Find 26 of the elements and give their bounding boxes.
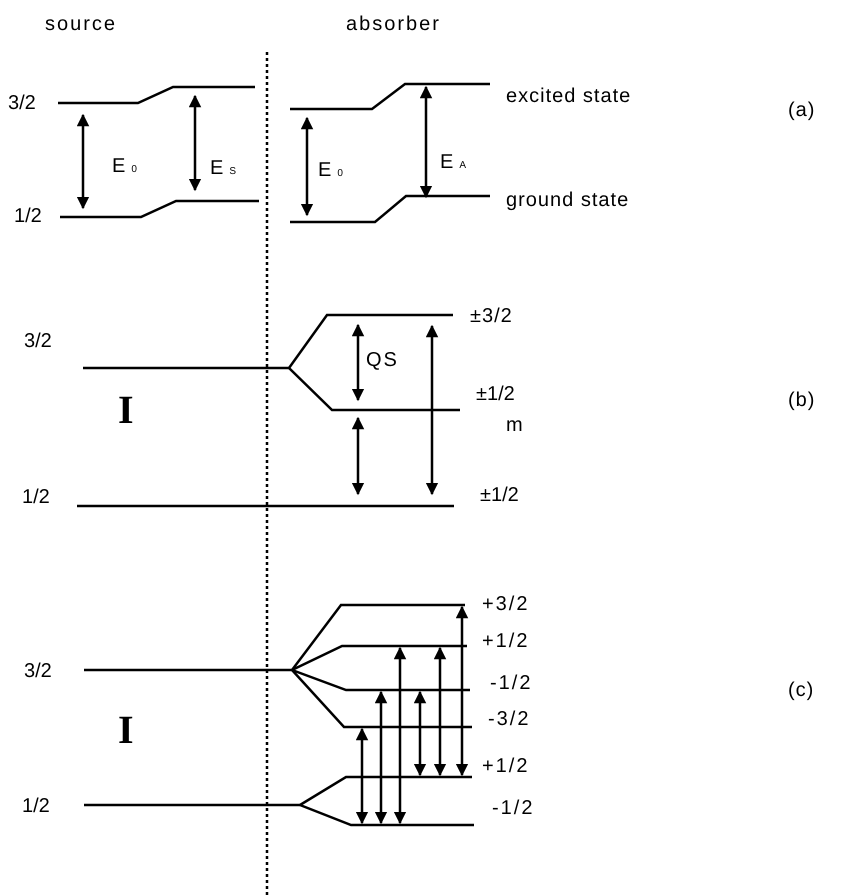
level-label: ±1/2 — [480, 485, 519, 505]
level-label: ground state — [506, 190, 630, 210]
roman-numeral-label: I — [118, 710, 134, 750]
level-label: m — [506, 415, 523, 435]
level-label: (c) — [788, 680, 814, 700]
level-label: 1/2 — [14, 206, 42, 226]
level-label: excited state — [506, 86, 632, 106]
level-label: ±3/2 — [470, 306, 513, 326]
level-label: -3/2 — [488, 709, 530, 729]
level-label: -1/2 — [492, 798, 534, 818]
level-label: +1/2 — [482, 631, 530, 651]
level-label: 3/2 — [24, 661, 52, 681]
level-label: 3/2 — [8, 93, 36, 113]
level-label: QS — [366, 350, 399, 370]
level-label: (a) — [788, 100, 816, 120]
level-label: 1/2 — [22, 487, 50, 507]
level-label: +1/2 — [482, 756, 530, 776]
roman-numeral-label: I — [118, 390, 134, 430]
level-label: 3/2 — [24, 331, 52, 351]
level-label: (b) — [788, 390, 816, 410]
level-label: -1/2 — [490, 673, 532, 693]
level-label: 1/2 — [22, 796, 50, 816]
level-label: ±1/2 — [476, 384, 515, 404]
level-label: absorber — [346, 14, 441, 34]
level-label: source — [45, 14, 118, 34]
level-label: +3/2 — [482, 594, 530, 614]
